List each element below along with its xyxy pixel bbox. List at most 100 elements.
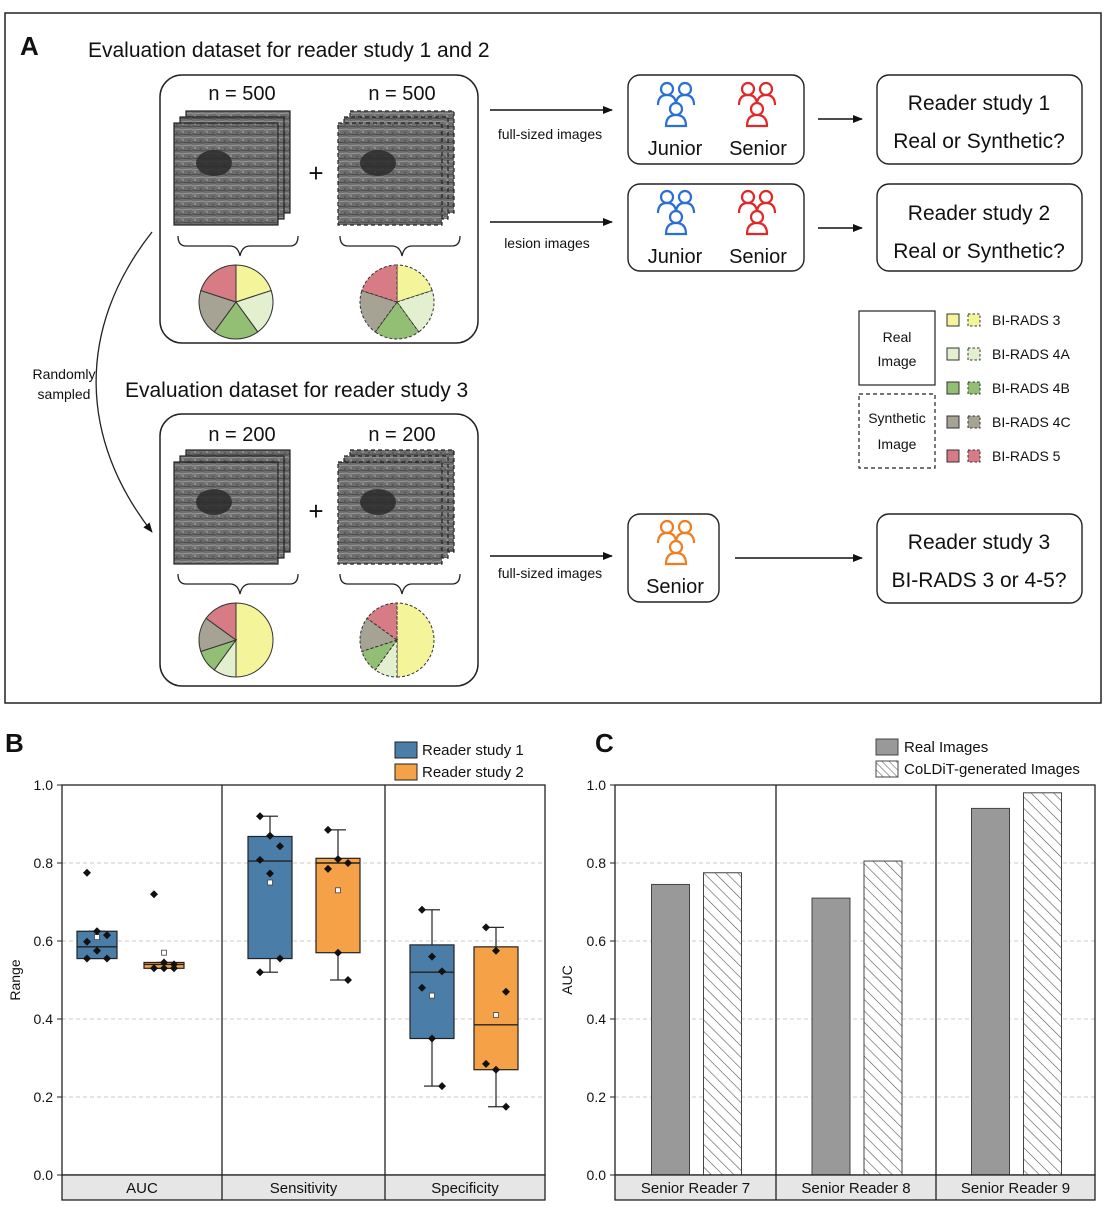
senior-label: Senior <box>729 246 787 268</box>
legend-synthetic-line1: Synthetic <box>868 410 926 426</box>
pie-slice <box>235 264 272 303</box>
person-body <box>755 201 777 214</box>
pie-slice <box>374 301 420 340</box>
data-point <box>170 964 178 973</box>
ultrasound-image <box>337 122 443 226</box>
pie-slice <box>396 289 435 333</box>
ultrasound-image <box>173 461 279 565</box>
data-point <box>418 983 426 992</box>
mean-marker <box>94 934 100 940</box>
y-tick-label: 0.2 <box>587 1089 607 1105</box>
data-point <box>83 868 91 877</box>
data-point <box>276 842 284 851</box>
person-head <box>668 101 684 117</box>
dataset1-title: Evaluation dataset for reader study 1 an… <box>88 39 490 62</box>
data-point <box>276 954 284 963</box>
legend-swatch <box>394 763 418 781</box>
data-point <box>324 825 332 834</box>
x-category-label: AUC <box>126 1180 158 1197</box>
person-head <box>749 101 765 117</box>
data-point <box>256 968 264 977</box>
legend-real-swatch <box>858 310 936 386</box>
data-point <box>334 855 342 864</box>
box <box>473 946 519 1071</box>
random-sample-arrow <box>95 231 153 533</box>
pie-slice <box>200 264 237 303</box>
data-point <box>160 958 168 967</box>
arrow-full-2-label: full-sized images <box>498 565 602 581</box>
reader-study-2-box <box>876 183 1083 272</box>
data-point <box>428 1034 436 1043</box>
readers-box-1 <box>627 74 805 165</box>
plot-frame <box>61 784 546 1176</box>
pie-slice <box>198 289 237 333</box>
person-head <box>749 209 765 225</box>
data-point <box>266 869 274 878</box>
x-strip <box>614 1174 1096 1201</box>
data-point <box>344 859 352 867</box>
arrow-full-1-label: full-sized images <box>498 126 602 142</box>
person-body <box>656 201 678 214</box>
pie-slice <box>359 289 398 333</box>
brace-real-2 <box>177 573 299 595</box>
data-point <box>324 864 332 873</box>
legend-real-line2: Image <box>878 353 917 369</box>
y-tick-label: 0.2 <box>34 1089 54 1105</box>
person-body <box>737 201 759 214</box>
box <box>247 835 293 960</box>
person-body <box>755 93 777 106</box>
y-tick-label: 0.6 <box>34 933 54 949</box>
data-point <box>150 964 158 973</box>
legend-label: CoLDiT-generated Images <box>904 761 1080 778</box>
data-point <box>438 967 446 976</box>
arrow-lesion-label: lesion images <box>504 235 590 251</box>
legend-label: BI-RADS 4B <box>992 380 1070 396</box>
data-point <box>83 954 91 963</box>
real-image-stack <box>173 449 291 565</box>
data-point <box>256 812 264 821</box>
synthetic-image-stack <box>337 449 455 565</box>
person-head <box>758 189 774 205</box>
bar <box>1023 792 1062 1176</box>
y-tick-label: 0.0 <box>587 1167 607 1183</box>
readers-box-2 <box>627 183 805 272</box>
reader-study-1-title: Reader study 1 <box>908 92 1050 115</box>
person-body <box>656 531 678 544</box>
data-point <box>492 946 500 955</box>
dataset2-box <box>159 413 479 687</box>
mean-marker <box>267 879 273 886</box>
data-point <box>103 931 111 940</box>
pie-slice <box>366 602 398 641</box>
mean-marker <box>493 1012 499 1018</box>
legend-label: Reader study 1 <box>422 742 524 759</box>
person-body <box>656 93 678 106</box>
person-head <box>740 81 756 97</box>
legend-swatch-synthetic <box>967 449 981 463</box>
real-image-stack <box>173 110 291 226</box>
bar <box>863 860 903 1176</box>
legend-swatch-real <box>946 313 960 327</box>
data-point <box>334 948 342 957</box>
legend-swatch-synthetic <box>967 381 981 395</box>
person-body <box>737 93 759 106</box>
senior-label: Senior <box>646 576 704 598</box>
data-point <box>93 927 101 936</box>
bar <box>703 872 742 1176</box>
pie-real-2 <box>198 602 274 678</box>
reader-study-2-question: Real or Synthetic? <box>893 240 1065 263</box>
panel-a: A Evaluation dataset for reader study 1 … <box>4 12 1102 704</box>
person-head <box>758 81 774 97</box>
y-tick-label: 0.8 <box>34 855 54 871</box>
mean-marker <box>161 949 167 956</box>
senior-readers-icon <box>656 519 696 566</box>
legend-swatch <box>875 738 899 756</box>
box <box>315 857 361 954</box>
person-head <box>659 189 675 205</box>
pie-syn-1 <box>359 264 435 340</box>
data-point <box>502 1102 510 1111</box>
panel-c-letter: C <box>595 728 614 758</box>
